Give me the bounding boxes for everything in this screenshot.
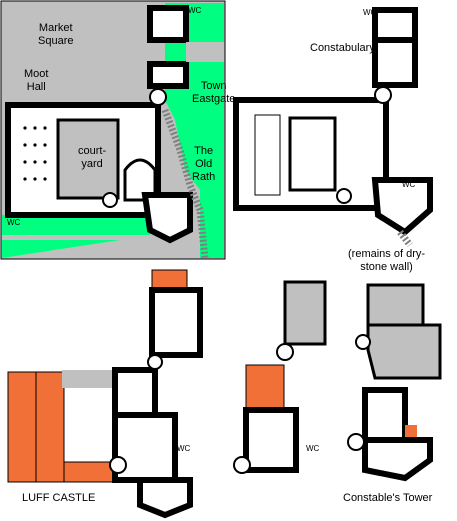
stair-l bbox=[147, 354, 163, 370]
label-luff-castle: LUFF CASTLE bbox=[22, 492, 96, 504]
label-courtyard: court- yard bbox=[78, 145, 106, 171]
stair-l2 bbox=[109, 456, 127, 474]
label-rath-line1: The bbox=[194, 145, 214, 157]
constabulary-se-tower bbox=[371, 177, 433, 236]
wc-label-4: WC bbox=[402, 180, 416, 189]
inner-court bbox=[288, 116, 337, 192]
label-town-eastgate: Town Eastgate bbox=[192, 80, 235, 106]
stair-t2 bbox=[233, 456, 251, 474]
wc-label-6: WC bbox=[306, 444, 320, 453]
label-courtyard-line1: court- bbox=[78, 145, 107, 157]
wc-label-5: WC bbox=[177, 444, 191, 453]
southeast-tower bbox=[141, 192, 193, 244]
wc-label-2: WC bbox=[7, 218, 21, 227]
spiral-stair-2 bbox=[102, 192, 118, 208]
tower-roof bbox=[245, 364, 285, 411]
north-passage bbox=[186, 42, 224, 62]
wc-label-1: WC bbox=[188, 6, 202, 15]
constabulary-plan bbox=[233, 7, 433, 248]
label-remains: (remains of dry- stone wall) bbox=[348, 248, 425, 274]
wall-remains-c bbox=[397, 229, 413, 248]
roof-south bbox=[63, 461, 117, 483]
label-moot-line1: Moot bbox=[24, 68, 49, 80]
courtyard-fill bbox=[56, 118, 120, 200]
label-rath-line3: Rath bbox=[192, 171, 216, 183]
stair-t4 bbox=[347, 433, 365, 451]
dry-stone-wall bbox=[161, 108, 209, 259]
constabulary-tower bbox=[372, 37, 418, 88]
gatehouse bbox=[147, 61, 189, 89]
label-remains-line2: stone wall) bbox=[360, 261, 413, 273]
label-courtyard-line2: yard bbox=[81, 158, 103, 170]
stair-c2 bbox=[336, 188, 352, 204]
tiny-roof bbox=[405, 425, 417, 437]
stair-c bbox=[374, 86, 392, 104]
label-market-line1: Market bbox=[38, 22, 73, 34]
tower-lower bbox=[243, 407, 299, 473]
label-rath-line2: Old bbox=[195, 158, 213, 170]
stair-t3 bbox=[355, 334, 371, 350]
spiral-stair bbox=[149, 88, 167, 106]
green-band bbox=[2, 215, 150, 235]
north-tower bbox=[147, 5, 189, 43]
constables-tower-plans bbox=[233, 280, 442, 482]
upper-level-grey-2 bbox=[366, 323, 442, 380]
arched-gate bbox=[123, 158, 157, 202]
luff-castle-plan bbox=[7, 269, 203, 519]
label-remains-line1: (remains of dry- bbox=[348, 248, 426, 260]
luff-mid-block bbox=[112, 367, 158, 418]
label-constables-tower: Constable's Tower bbox=[343, 492, 433, 504]
label-moot-hall: Moot Hall bbox=[24, 68, 48, 94]
tower-top-grey bbox=[283, 280, 327, 346]
colonnade bbox=[23, 126, 47, 181]
luff-north-tower bbox=[149, 287, 203, 358]
label-constabulary: Constabulary bbox=[310, 42, 375, 54]
label-moot-line2: Hall bbox=[26, 81, 46, 93]
wc-label-3: WC bbox=[363, 8, 377, 17]
label-old-rath: The Old Rath bbox=[192, 145, 215, 184]
label-market-line2: Square bbox=[38, 35, 74, 47]
parapet bbox=[62, 370, 117, 388]
lower-level-room bbox=[362, 387, 408, 443]
label-eastgate-line2: Eastgate bbox=[192, 93, 236, 105]
upper-level-grey bbox=[366, 283, 425, 327]
label-market-square: Market Square bbox=[38, 22, 73, 48]
arcade bbox=[254, 114, 281, 196]
lower-level-room-2 bbox=[362, 437, 433, 482]
green-corner bbox=[2, 240, 120, 258]
luff-south-tower bbox=[137, 477, 193, 519]
label-eastgate-line1: Town bbox=[200, 80, 227, 92]
constabulary-north-tower bbox=[372, 7, 418, 43]
stair-t1 bbox=[276, 343, 294, 361]
site-plan-panel bbox=[0, 0, 226, 260]
